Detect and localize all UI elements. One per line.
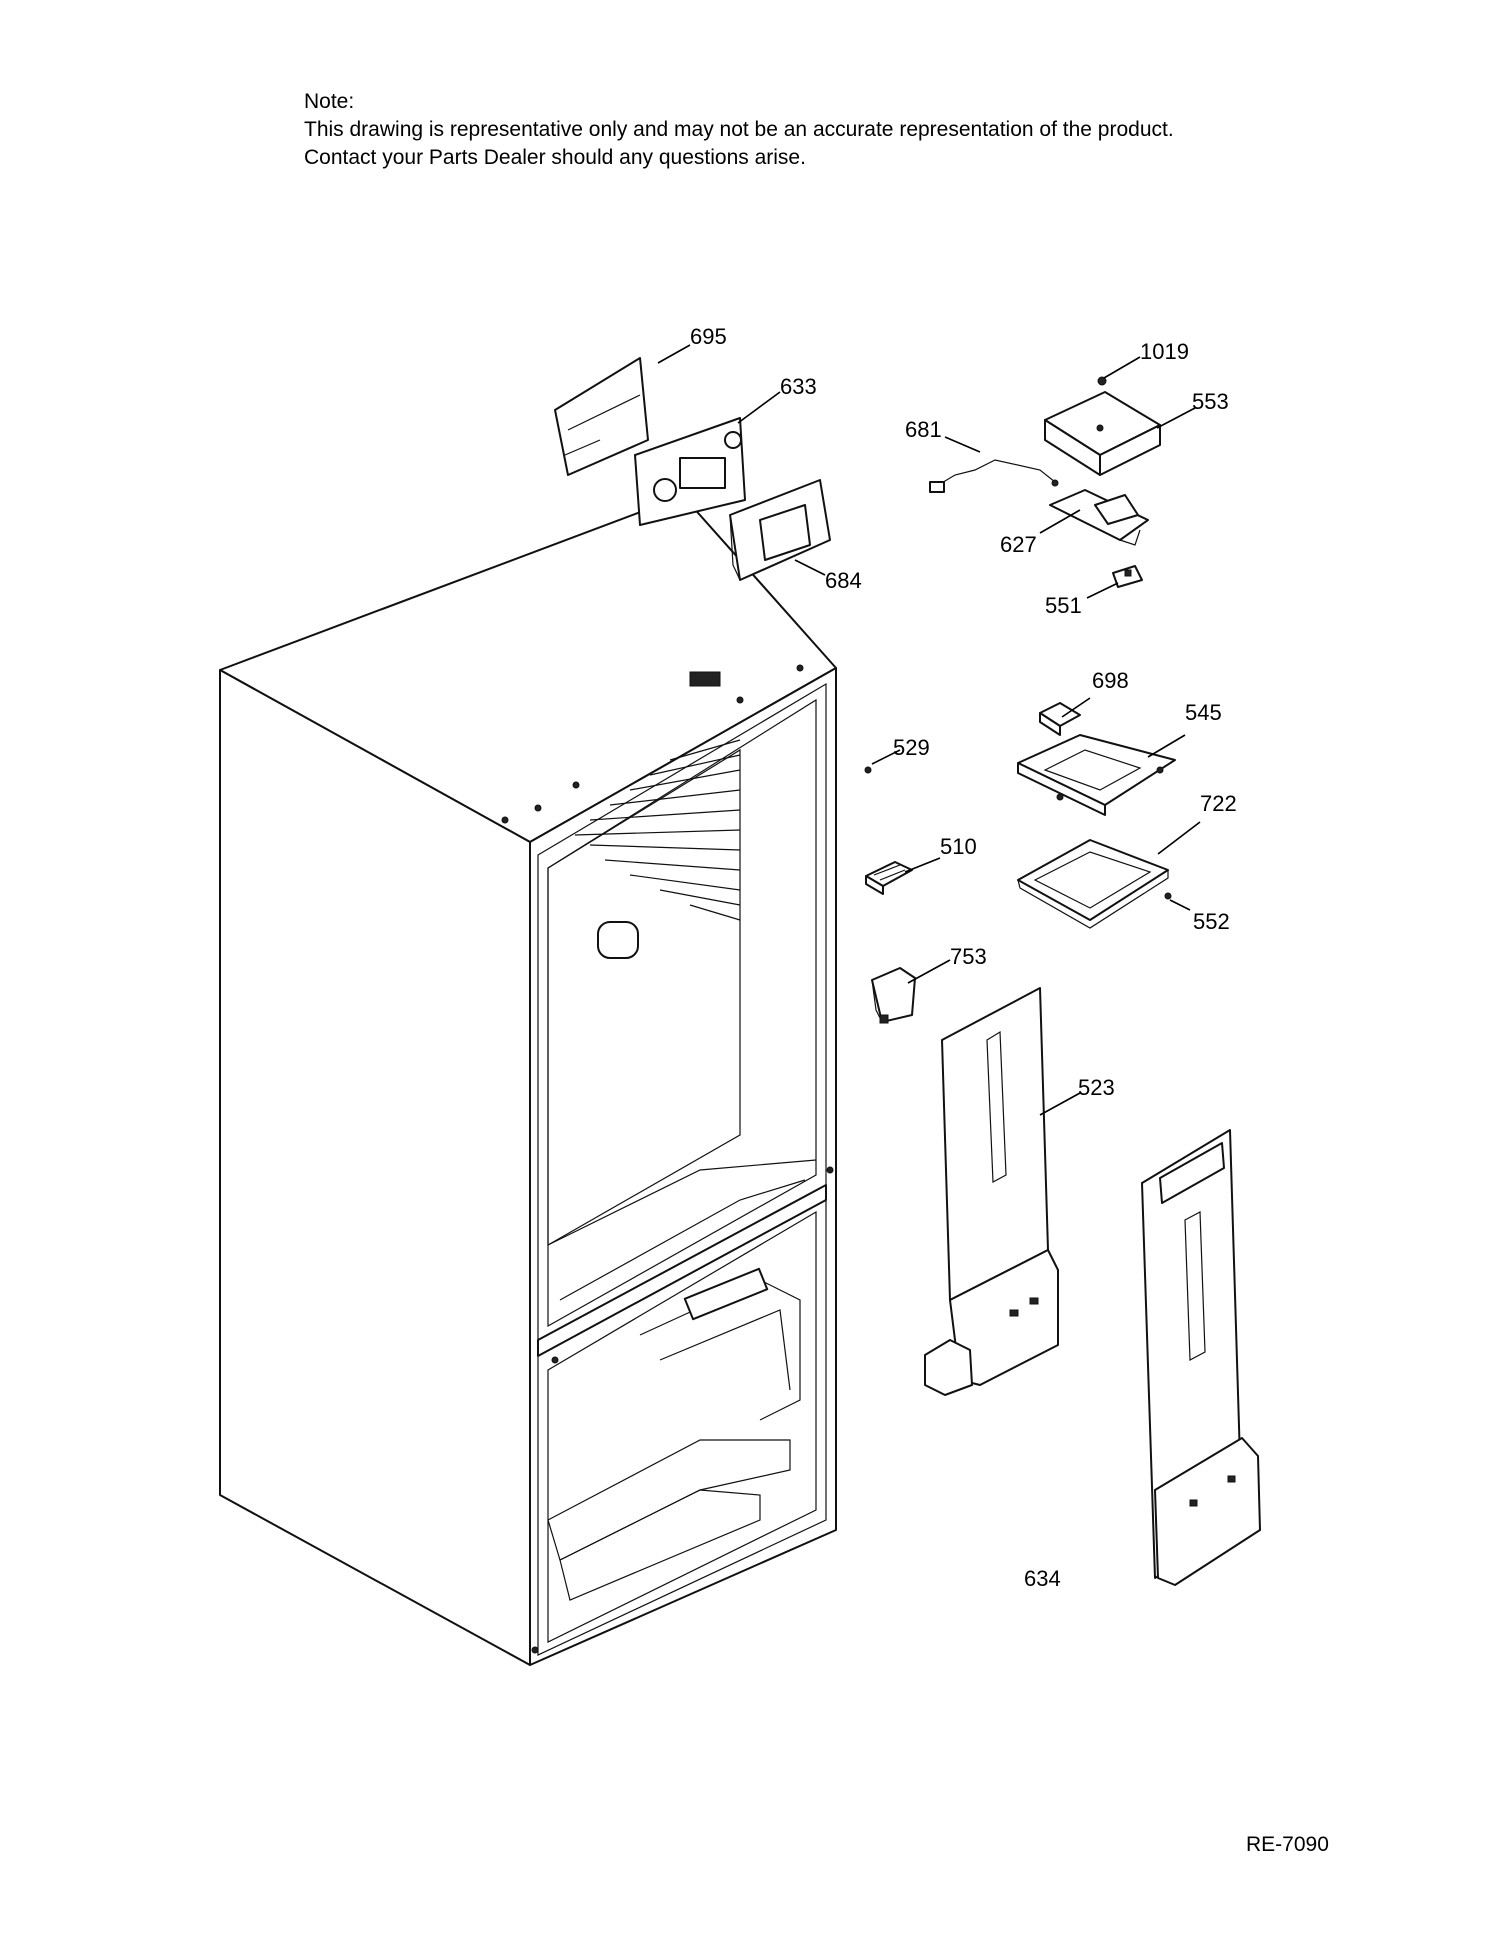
label-681: 681 bbox=[905, 417, 942, 442]
refrigerator-cabinet bbox=[219, 495, 837, 1666]
drawing-code: RE-7090 bbox=[1246, 1833, 1329, 1856]
label-698: 698 bbox=[1092, 668, 1129, 693]
part-523-duct-panel bbox=[924, 987, 1059, 1396]
part-545-dispenser-plate bbox=[1017, 734, 1176, 816]
vent-opening bbox=[597, 921, 639, 959]
label-523: 523 bbox=[1078, 1075, 1115, 1100]
label-510: 510 bbox=[940, 834, 977, 859]
label-695: 695 bbox=[690, 324, 727, 349]
part-553-housing bbox=[1044, 391, 1161, 476]
label-722: 722 bbox=[1200, 791, 1237, 816]
label-529: 529 bbox=[893, 735, 930, 760]
part-753-bracket bbox=[871, 967, 916, 1024]
label-753: 753 bbox=[950, 944, 987, 969]
part-1019-screw bbox=[1097, 376, 1107, 386]
label-684: 684 bbox=[825, 568, 862, 593]
part-695-bracket bbox=[554, 357, 649, 476]
label-552: 552 bbox=[1193, 909, 1230, 934]
part-529-screw bbox=[864, 766, 872, 774]
label-551: 551 bbox=[1045, 593, 1082, 618]
label-553: 553 bbox=[1192, 389, 1229, 414]
note-line-2: Contact your Parts Dealer should any que… bbox=[304, 146, 806, 169]
part-551-switch bbox=[1112, 565, 1143, 588]
part-634-panel bbox=[1141, 1129, 1261, 1586]
label-1019: 1019 bbox=[1140, 339, 1189, 364]
note-heading: Note: bbox=[304, 90, 355, 113]
part-510-connector bbox=[865, 861, 913, 895]
label-627: 627 bbox=[1000, 532, 1037, 557]
part-681-wire-harness bbox=[929, 459, 1059, 493]
note-line-1: This drawing is representative only and … bbox=[304, 118, 1174, 141]
part-633-control-housing bbox=[634, 417, 746, 526]
evaporator-fins bbox=[574, 739, 741, 921]
label-633: 633 bbox=[780, 374, 817, 399]
label-545: 545 bbox=[1185, 700, 1222, 725]
part-552-screw bbox=[1164, 892, 1172, 900]
label-634: 634 bbox=[1024, 1566, 1061, 1591]
part-627-bracket bbox=[1049, 489, 1149, 546]
part-722-frame bbox=[1017, 839, 1169, 929]
disclaimer-note: Note: This drawing is representative onl… bbox=[304, 88, 1174, 172]
part-684-cover bbox=[729, 479, 831, 581]
